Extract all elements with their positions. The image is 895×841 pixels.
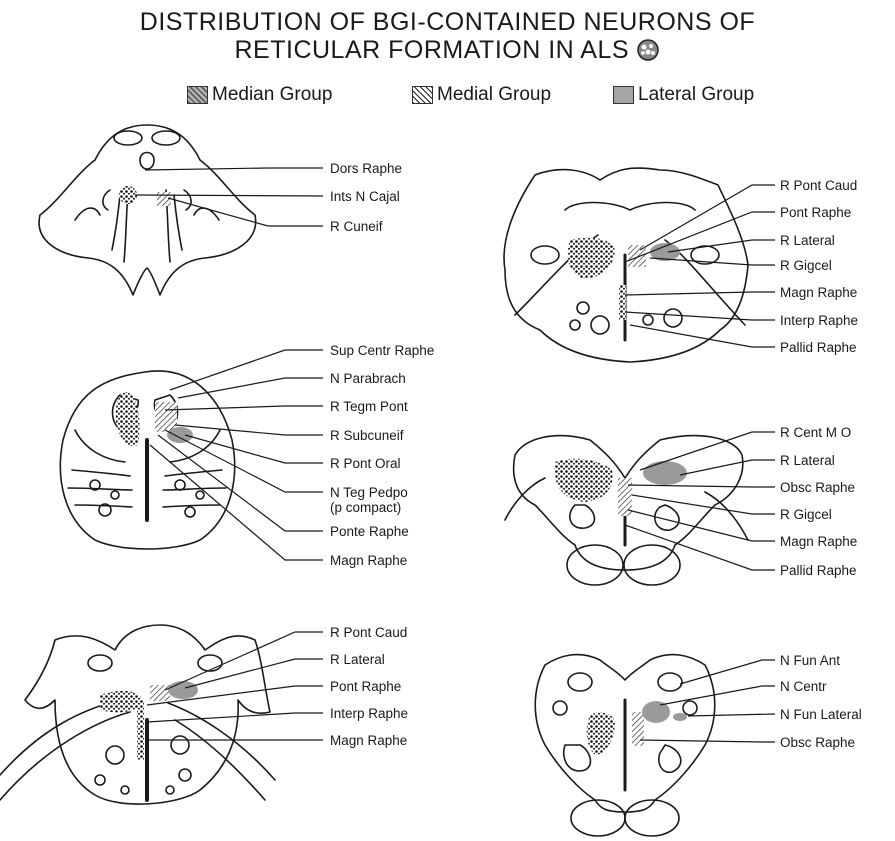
panel-2-section <box>60 371 234 549</box>
panel-3-nucleus <box>121 786 129 794</box>
panel-4-section <box>504 168 748 362</box>
label-interp-raphe: Interp Raphe <box>330 706 408 721</box>
panel-6-olive-left <box>564 745 591 771</box>
label-obsc-raphe: Obsc Raphe <box>780 480 855 495</box>
panel-4-leader-lines <box>625 185 775 347</box>
panel-1-nucleus-right <box>184 190 191 210</box>
panel-2-nucleus <box>196 491 204 499</box>
label-n-centr: N Centr <box>780 679 827 694</box>
label-magn-raphe: Magn Raphe <box>330 553 407 568</box>
panel-3-median-group-area <box>100 691 142 712</box>
panel-5-lateral-group-area <box>643 461 687 485</box>
panel-6-pyramid-left <box>571 800 625 836</box>
panel-6-olive-right <box>659 745 681 772</box>
panel-2-fibers-left <box>68 470 132 507</box>
panel-1-peduncle-right <box>194 208 219 220</box>
panel-4-median-group-area <box>568 238 615 279</box>
panel-3-lateral-group-area <box>168 681 198 699</box>
label-sup-centr-raphe: Sup Centr Raphe <box>330 343 434 358</box>
panel-6-medial-group-area <box>632 712 644 746</box>
panel-3-vestibular-right <box>198 655 222 671</box>
panel-5-leader-lines <box>625 432 775 570</box>
label-magn-raphe: Magn Raphe <box>780 285 857 300</box>
label-r-pont-caud: R Pont Caud <box>330 625 407 640</box>
panel-1-aqueduct <box>140 153 154 170</box>
label-r-gigcel: R Gigcel <box>780 258 832 273</box>
label-r-subcuneif: R Subcuneif <box>330 428 404 443</box>
label-r-cent-m-o: R Cent M O <box>780 425 851 440</box>
panel-1-colliculus-right <box>152 131 180 145</box>
panel-3-fibers-left <box>0 700 130 800</box>
label-r-lateral: R Lateral <box>780 233 835 248</box>
label-r-pont-oral: R Pont Oral <box>330 456 401 471</box>
panel-3-medial-group-area <box>150 685 170 701</box>
panel-6-nucleus <box>658 673 682 691</box>
panel-1-outline <box>39 125 256 295</box>
label-ints-n-cajal: Ints N Cajal <box>330 189 400 204</box>
panel-6-nucleus <box>568 673 592 691</box>
panel-4-ventricle <box>565 203 695 211</box>
label-interp-raphe: Interp Raphe <box>780 313 858 328</box>
panel-4-nucleus <box>591 316 609 334</box>
label-pallid-raphe: Pallid Raphe <box>780 563 857 578</box>
panel-6-lateral-group-area <box>673 713 687 721</box>
panel-2-nucleus <box>185 507 195 517</box>
panel-4-nucleus <box>570 320 580 330</box>
label-r-gigcel: R Gigcel <box>780 507 832 522</box>
panel-2-medial-group-area <box>155 402 177 432</box>
label-obsc-raphe: Obsc Raphe <box>780 735 855 750</box>
label-r-lateral: R Lateral <box>780 453 835 468</box>
panel-6-nucleus <box>553 701 567 715</box>
panel-5-median-group-area <box>555 459 613 502</box>
label-n-fun-lateral: N Fun Lateral <box>780 707 862 722</box>
label-r-cuneif: R Cuneif <box>330 219 383 234</box>
panel-4-raphe-group-area <box>619 285 626 320</box>
label-dors-raphe: Dors Raphe <box>330 161 402 176</box>
label-magn-raphe: Magn Raphe <box>780 534 857 549</box>
label-r-pont-caud: R Pont Caud <box>780 178 857 193</box>
label-pont-raphe: Pont Raphe <box>780 205 851 220</box>
panel-4-nucleus-left <box>531 246 559 264</box>
panel-3-leader-lines <box>147 632 323 740</box>
panel-3-nucleus <box>106 746 124 764</box>
panel-1-medial-group-area <box>157 192 171 206</box>
label-pont-raphe: Pont Raphe <box>330 679 401 694</box>
label-p-compact: (p compact) <box>330 500 401 515</box>
label-n-teg-pedpo: N Teg Pedpo <box>330 485 408 500</box>
label-r-lateral: R Lateral <box>330 652 385 667</box>
panel-6-leader-lines <box>640 660 775 742</box>
label-magn-raphe: Magn Raphe <box>330 733 407 748</box>
panel-2-nucleus <box>175 480 185 490</box>
panel-5-pyramid-right <box>624 545 680 585</box>
label-n-parabrach: N Parabrach <box>330 371 406 386</box>
panel-4-nucleus <box>643 315 653 325</box>
panel-3-nucleus <box>95 775 105 785</box>
panel-1-nucleus-left <box>103 190 110 210</box>
panel-3-nucleus <box>171 736 189 754</box>
label-r-tegm-pont: R Tegm Pont <box>330 399 408 414</box>
panel-4-nucleus <box>664 309 682 327</box>
panel-2-leader-lines <box>150 350 323 560</box>
panel-1-colliculus-left <box>114 131 142 145</box>
panel-3-nucleus <box>179 769 191 781</box>
panel-5-olive-left <box>570 505 595 528</box>
panel-2-fiber-upper-left <box>75 430 125 462</box>
label-n-fun-ant: N Fun Ant <box>780 653 840 668</box>
panel-2-nucleus <box>111 491 119 499</box>
panel-4-nucleus <box>577 302 589 314</box>
label-pallid-raphe: Pallid Raphe <box>780 340 857 355</box>
panel-3-nucleus <box>166 786 174 794</box>
panel-1-median-group-area <box>119 186 137 204</box>
panel-6-nucleus <box>683 701 697 715</box>
label-ponte-raphe: Ponte Raphe <box>330 524 409 539</box>
panel-6-pyramid-right <box>625 800 679 836</box>
panel-3-raphe-group-area <box>137 700 144 760</box>
panel-6-median-group-area <box>587 712 615 755</box>
panel-5-fiber-right <box>705 492 748 540</box>
panel-3-vestibular-left <box>88 655 112 671</box>
panel-2-lateral-group-area <box>167 427 193 443</box>
panel-1-section <box>39 125 256 295</box>
panel-1-peduncle-left <box>75 208 100 220</box>
